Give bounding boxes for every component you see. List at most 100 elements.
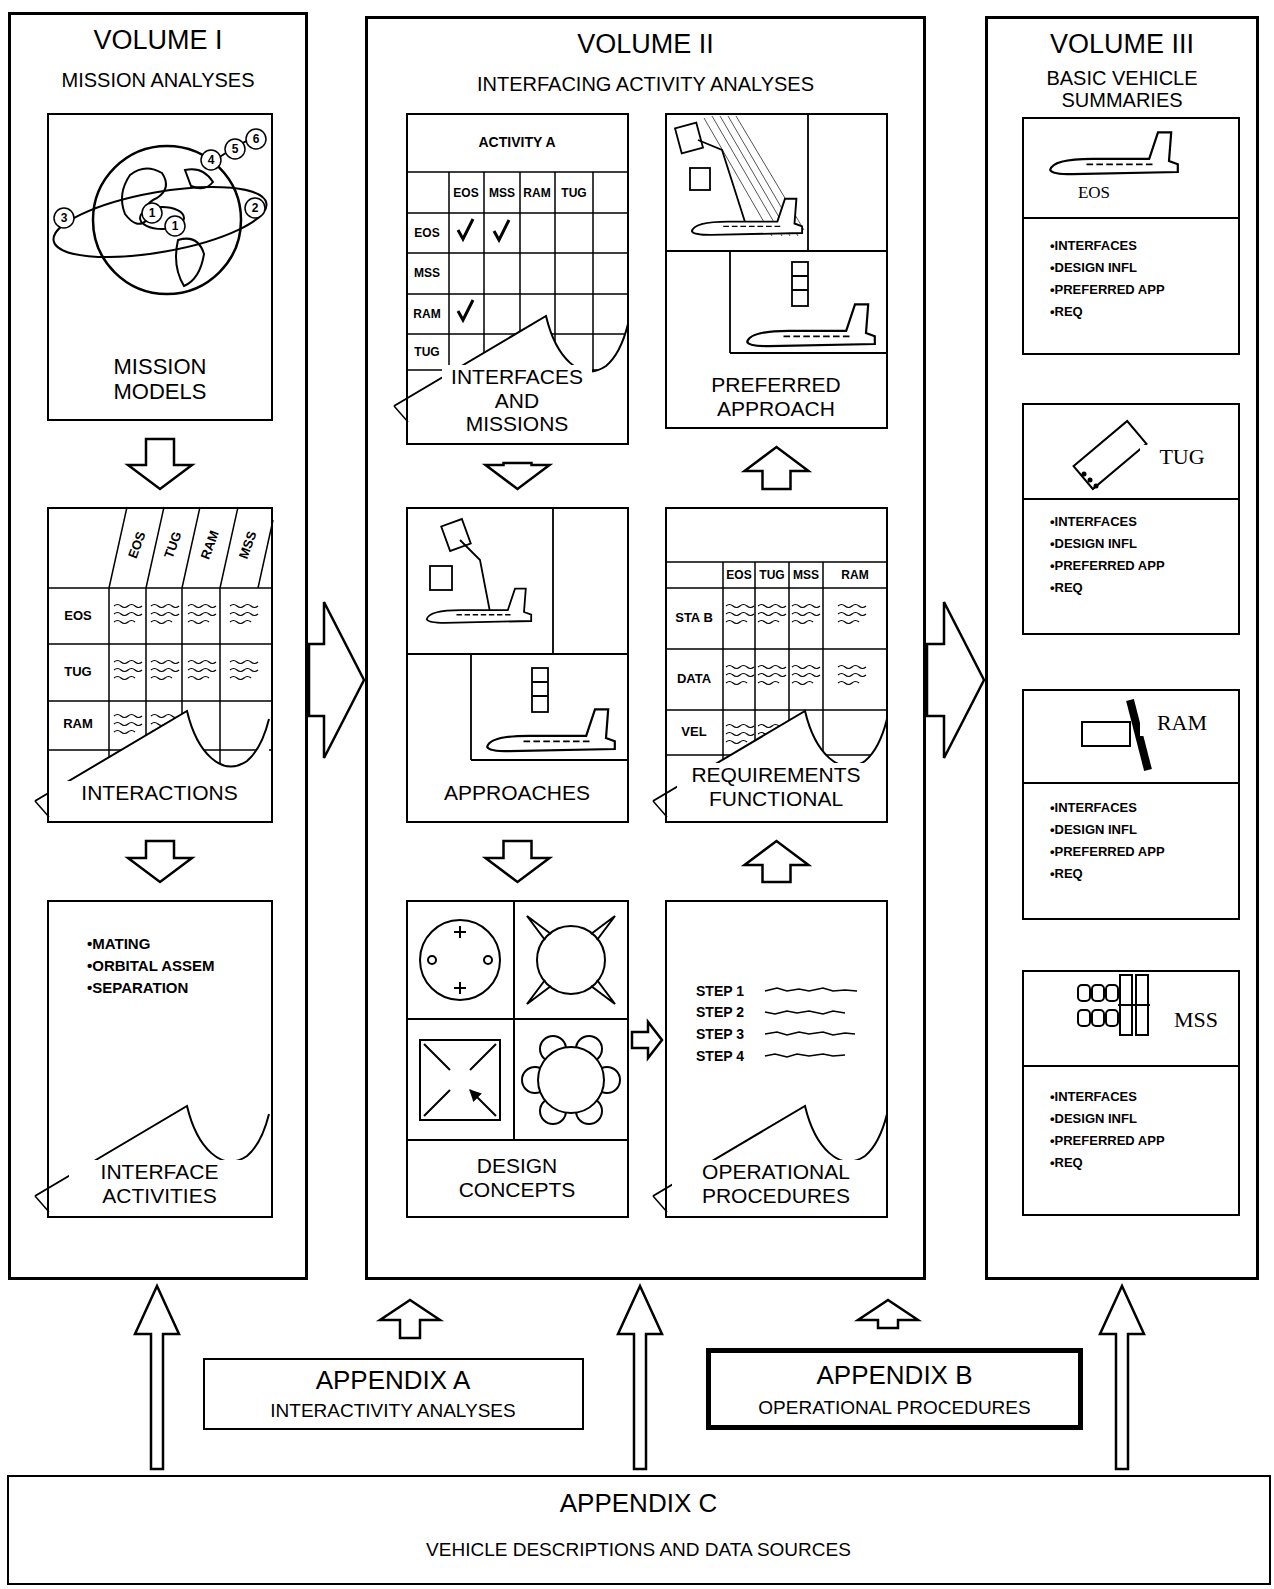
panel-heading: APPENDIX C (9, 1489, 1268, 1518)
block-arrow (632, 1022, 662, 1058)
block-arrow (927, 602, 984, 758)
table-cell: TUG (561, 187, 586, 200)
table-cell: ACTIVITY A (478, 135, 555, 150)
table-cell: EOS (453, 187, 478, 200)
approach-sketch (460, 540, 490, 612)
vehicle-sketch (1078, 1010, 1090, 1026)
analysis-panel: •MATING•ORBITAL ASSEM•SEPARATIONINTERFAC… (47, 900, 273, 1218)
analysis-panel: APPROACHES (406, 507, 629, 823)
table-cell: RAM (841, 569, 868, 582)
interaction-matrix (109, 507, 273, 588)
requirements-matrix (838, 605, 866, 624)
globe (48, 174, 271, 271)
approach-sketch (532, 682, 548, 696)
globe (54, 129, 266, 236)
table-cell: EOS (726, 569, 751, 582)
panel-text: BASIC VEHICLE SUMMARIES (998, 67, 1246, 112)
approach-sketch (406, 507, 629, 760)
approach-sketch (427, 589, 531, 623)
approach-sketch (406, 507, 629, 760)
panel-heading: APPENDIX A (205, 1366, 581, 1395)
table-cell: EOS (414, 227, 439, 240)
panel-text: OPERATIONAL PROCEDURES (711, 1397, 1078, 1418)
analysis-panel: PREFERRED APPROACH (665, 113, 888, 429)
appendix-box: APPENDIX BOPERATIONAL PROCEDURES (706, 1348, 1083, 1430)
panel-text: INTERFACING ACTIVITY ANALYSES (368, 73, 923, 95)
approach-sketch (430, 566, 452, 590)
panel-text: INTERFACE ACTIVITIES (69, 1160, 250, 1207)
approach-sketch (532, 668, 548, 712)
requirements-matrix (758, 605, 786, 624)
illustration (35, 711, 269, 823)
callout-number: 4 (208, 154, 215, 167)
vehicle-sketch (1106, 1010, 1118, 1026)
block-arrow (128, 841, 192, 882)
design-concepts (406, 900, 629, 1140)
panel-text: •PREFERRED APP (1050, 1134, 1230, 1149)
globe (165, 216, 185, 236)
callout-number: 2 (252, 202, 259, 215)
block-arrow (618, 1286, 662, 1469)
panel-heading: EOS (1054, 183, 1134, 202)
illustration (653, 711, 887, 823)
table-cell: STA B (674, 611, 714, 625)
vehicle-sketch (1078, 985, 1090, 1001)
approach-sketch (692, 199, 802, 235)
globe (185, 169, 213, 188)
panel-heading: PREFERRED APPROACH (687, 373, 865, 420)
callout-number: 1 (172, 220, 179, 233)
table-cell: VEL (681, 725, 706, 739)
globe (122, 168, 166, 223)
step-label: STEP 3 (696, 1027, 744, 1042)
interaction-matrix (114, 715, 142, 734)
step-scribble (765, 988, 857, 991)
table-cell: TUG (64, 665, 91, 679)
table-cell: TUG (759, 569, 784, 582)
appendix-box: APPENDIX CVEHICLE DESCRIPTIONS AND DATA … (7, 1475, 1271, 1585)
design-concepts (537, 926, 605, 994)
illustration (653, 1106, 887, 1218)
vehicle-summary-box: TUG•INTERFACES•DESIGN INFL•PREFERRED APP… (1022, 403, 1240, 635)
panel-text: INTERACTIVITY ANALYSES (205, 1400, 581, 1421)
vehicle-summary-box: EOS•INTERFACES•DESIGN INFL•PREFERRED APP… (1022, 117, 1240, 355)
interaction-matrix (47, 588, 273, 750)
analysis-panel: MISSION MODELS (47, 113, 273, 421)
panel-text: •DESIGN INFL (1050, 537, 1230, 552)
volume-panel: VOLUME IIINTERFACING ACTIVITY ANALYSESIN… (365, 16, 926, 1280)
illustration (35, 1106, 269, 1218)
design-concepts (522, 1036, 620, 1124)
requirements-matrix (758, 666, 786, 685)
globe (246, 129, 266, 149)
panel-heading: VOLUME III (988, 29, 1256, 59)
panel-text: •ORBITAL ASSEM (87, 958, 267, 975)
panel-heading: RAM (1140, 711, 1224, 736)
block-arrow (309, 602, 364, 758)
design-concepts (428, 956, 436, 964)
panel-heading: APPROACHES (408, 781, 626, 805)
approach-sketch (487, 709, 615, 751)
approach-sketch (665, 113, 888, 353)
block-arrow (858, 1300, 918, 1328)
design-concepts (484, 956, 492, 964)
globe (201, 150, 221, 170)
appendix-box: APPENDIX A INTERACTIVITY ANALYSES (203, 1358, 584, 1430)
step-scribble (765, 988, 857, 1057)
design-concepts (538, 1047, 604, 1113)
panel-text: •INTERFACES (1050, 1090, 1230, 1105)
panel-text: •PREFERRED APP (1050, 559, 1230, 574)
vehicle-sketch (1074, 421, 1147, 489)
interaction-matrix (188, 661, 216, 680)
approach-sketch (690, 168, 710, 190)
panel-text: •PREFERRED APP (1050, 283, 1230, 298)
design-concepts (420, 1040, 500, 1120)
panel-heading: DESIGN CONCEPTS (436, 1154, 598, 1201)
panel-heading: TUG (1140, 445, 1224, 470)
interaction-matrix (114, 605, 142, 624)
panel-text: •INTERFACES (1050, 239, 1230, 254)
globe (93, 146, 241, 294)
table-cell: MSS (489, 187, 515, 200)
panel-text: •SEPARATION (87, 980, 267, 997)
vehicle-sketch (1118, 1004, 1150, 1006)
volume-panel: VOLUME IMISSION ANALYSESMISSION MODELSIN… (8, 12, 308, 1280)
panel-text: •DESIGN INFL (1050, 823, 1230, 838)
